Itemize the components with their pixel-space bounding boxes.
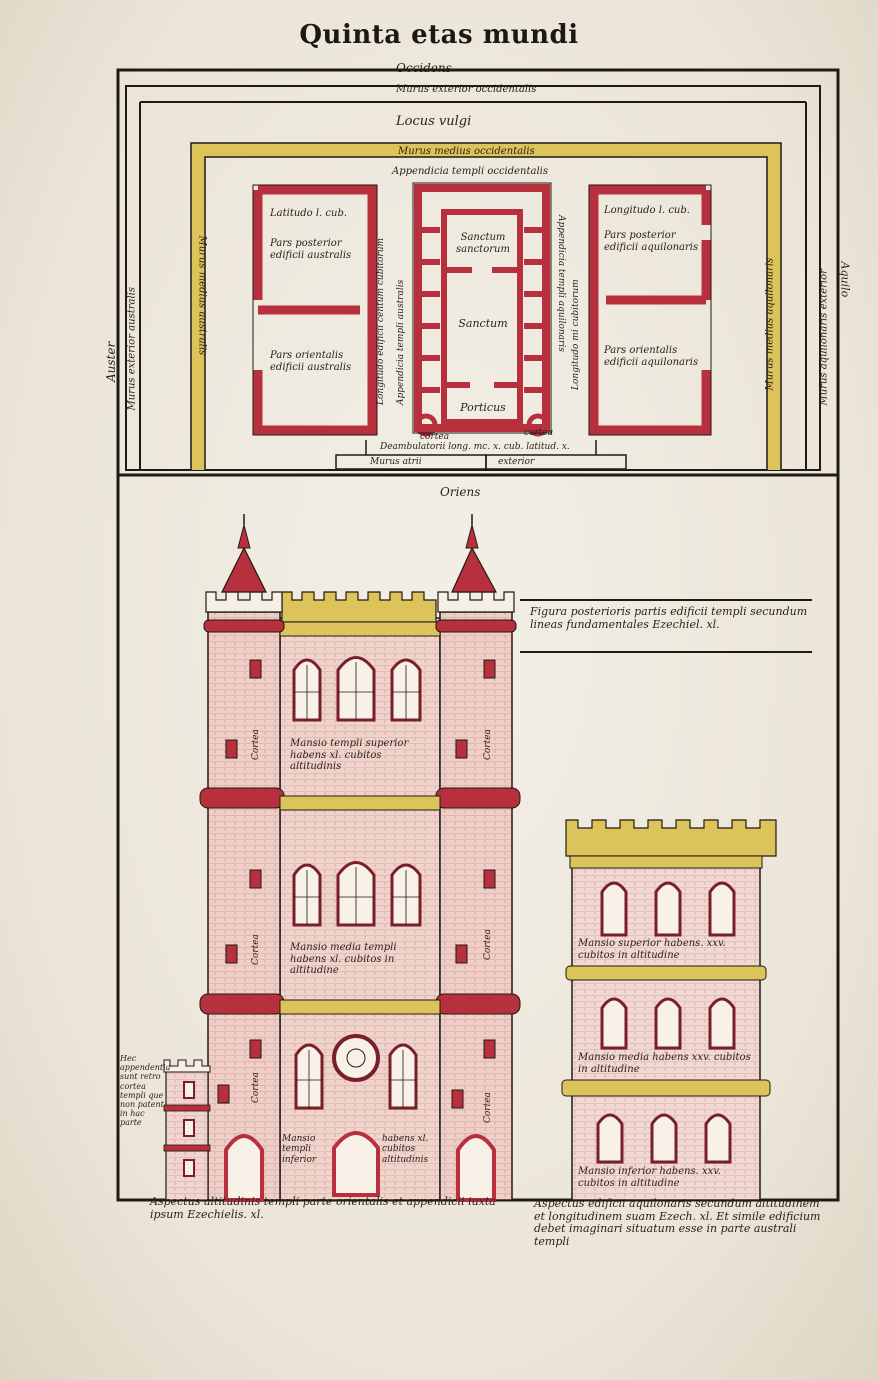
label-longitudo-mi-cubitorum: Longitudo mi cubitorum [571, 279, 581, 390]
label-appendicia-aquilonaris: Appendicia templi aquilonaris [556, 215, 566, 352]
caption-left: Aspectus altitudinis templi parte orient… [150, 1195, 496, 1221]
label-mansio-inferior-b: habens xl. cubitos altitudinis [382, 1134, 429, 1165]
label-occidens: Occidens [396, 61, 452, 75]
middle-wall-yellow [191, 143, 781, 470]
label-cortea-2: Cortea [483, 729, 493, 760]
label-aquilo: Aquilo [838, 261, 852, 298]
label-pars-posterior-aquilonaris: Pars posterior edificii aquilonaris [604, 230, 699, 253]
label-porticus: Porticus [460, 401, 506, 414]
label-sanctum-sanctorum: Sanctum sanctorum [456, 232, 510, 255]
label-north-media: Mansio media habens xxv. cubitos in alti… [578, 1052, 751, 1075]
label-cortea-1: Cortea [251, 729, 261, 760]
label-murus-medius-occidentalis: Murus medius occidentalis [398, 146, 535, 157]
north-building-elevation [561, 819, 777, 1201]
label-murus-aquilonaris-exterior: Murus aquilonaris exterior [818, 269, 830, 406]
label-sanctum: Sanctum [458, 317, 508, 330]
figura-caption: Figura posterioris partis edificii templ… [530, 605, 808, 631]
label-mansio-inferior-a: Mansio templi inferior [282, 1134, 317, 1165]
label-pars-posterior-australis: Pars posterior edificii australis [270, 238, 352, 261]
label-murus-medius-aquilonaris: Murus medius aquilonaris [764, 257, 776, 391]
side-note: Hec appendentia sunt retro cortea templi… [120, 1054, 171, 1128]
label-cortea-6: Cortea [483, 1092, 493, 1123]
label-appendicia-australis: Appendicia templi australis [396, 279, 406, 405]
south-building-plan [252, 184, 378, 436]
label-deambulatorium: Deambulatorii long. mc. x. cub. latitud.… [380, 442, 570, 452]
label-latitudo: Latitudo l. cub. [270, 208, 348, 219]
label-longitudo: Longitudo l. cub. [604, 205, 690, 216]
label-pars-orientalis-australis: Pars orientalis edificii australis [270, 350, 352, 373]
label-north-superior: Mansio superior habens. xxv. cubitos in … [578, 938, 726, 961]
label-oriens: Oriens [440, 485, 481, 499]
label-pars-orientalis-aquilonaris: Pars orientalis edificii aquilonaris [604, 345, 699, 368]
label-cortea-5: Cortea [251, 1072, 261, 1103]
label-mansio-media: Mansio media templi habens xl. cubitos i… [290, 942, 397, 976]
label-exterior: exterior [498, 457, 535, 467]
label-murus-medius-australis: Murus medius australis [196, 235, 208, 356]
page-title: Quinta etas mundi [299, 20, 579, 50]
label-locus-vulgi: Locus vulgi [396, 114, 472, 129]
label-mansio-superior: Mansio templi superior habens xl. cubito… [290, 738, 409, 772]
label-north-inferior: Mansio inferior habens. xxv. cubitos in … [578, 1166, 721, 1189]
caption-right: Aspectus edificii aquilonaris secundum a… [534, 1197, 821, 1248]
label-murus-exterior-australis: Murus exterior australis [126, 287, 138, 411]
label-cortea-plan-left: cortea [420, 432, 450, 442]
label-longitudo-edificii: Longitudo edificii centum cubitorum [376, 237, 386, 405]
label-cortea-plan-right: cortea [524, 428, 554, 438]
label-murus-atrii: Murus atrii [370, 457, 422, 467]
temple-plan [412, 182, 552, 437]
label-murus-exterior-occidentalis: Murus exterior occidentalis [396, 84, 537, 95]
label-cortea-3: Cortea [251, 934, 261, 965]
label-auster: Auster [104, 341, 118, 382]
north-building-plan [588, 184, 712, 436]
label-appendicia-occidentalis: Appendicia templi occidentalis [392, 166, 549, 177]
label-cortea-4: Cortea [483, 929, 493, 960]
temple-elevation [199, 514, 521, 1202]
appendix-building [163, 1059, 211, 1201]
